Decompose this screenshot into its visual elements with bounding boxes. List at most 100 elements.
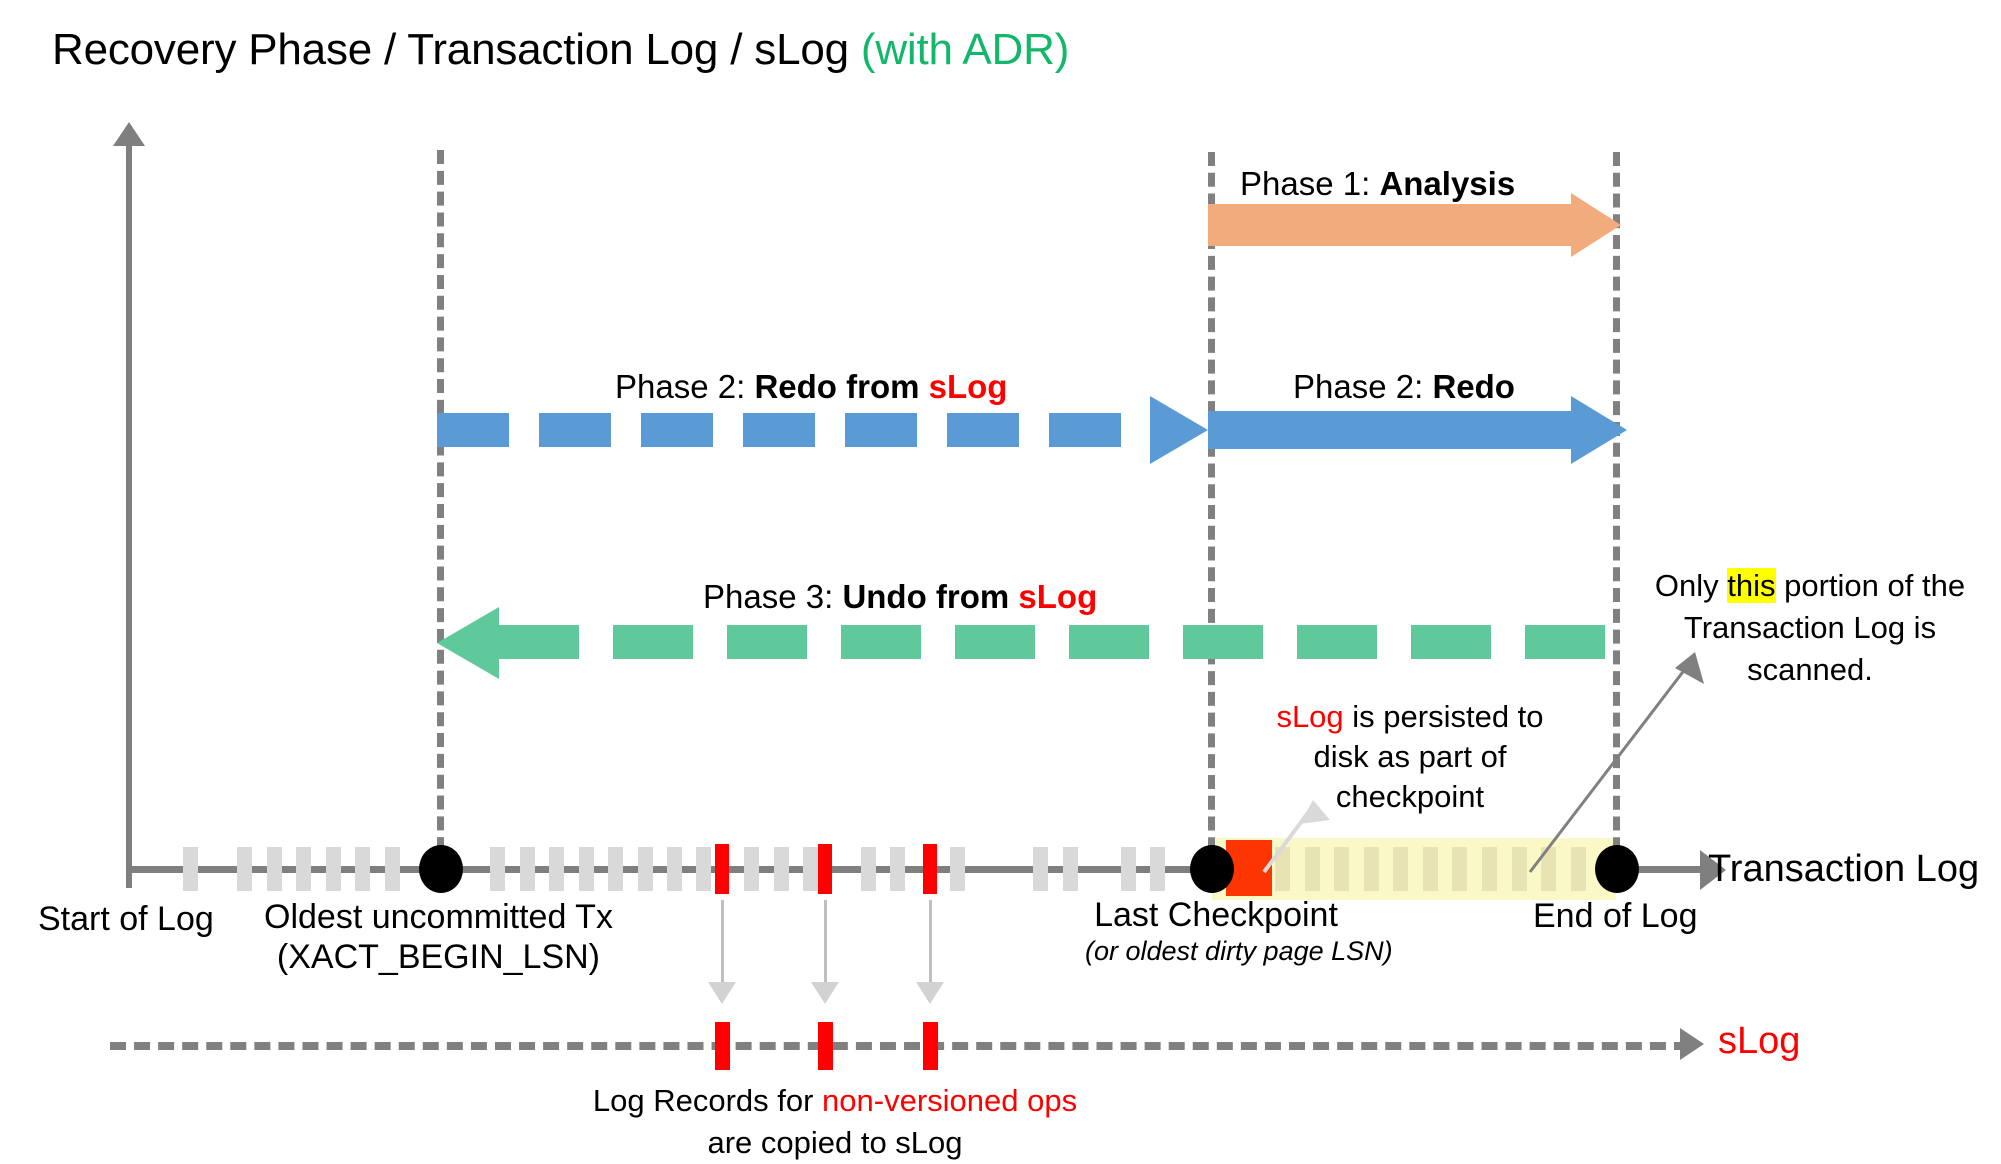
arrow-dash-segment xyxy=(437,413,509,447)
vertical-axis-line xyxy=(126,140,132,888)
slog-record-tick xyxy=(715,1022,730,1070)
phase-1-label: Phase 1: Analysis xyxy=(1240,165,1515,203)
phase-1-analysis-arrowhead-icon xyxy=(1571,193,1621,257)
marker-dot-oldest-uncommitted-tx xyxy=(419,845,463,893)
log-record-tick xyxy=(1063,847,1078,891)
phase-2-redo-arrowhead-icon xyxy=(1571,396,1627,464)
callout-slog-persisted-to-disk: sLog is persisted to disk as part of che… xyxy=(1245,697,1575,817)
arrow-dash-segment xyxy=(539,413,611,447)
phase-3-undo-arrowhead-icon xyxy=(437,607,499,679)
phase-3-prefix: Phase 3: xyxy=(703,578,843,615)
log-record-tick xyxy=(490,847,505,891)
log-record-tick xyxy=(1393,847,1408,891)
phase-2-redo-arrow-body xyxy=(1208,411,1573,449)
log-record-tick xyxy=(774,847,789,891)
label-last-checkpoint: Last Checkpoint (or oldest dirty page LS… xyxy=(1085,897,1393,969)
log-record-tick xyxy=(803,847,818,891)
arrow-dash-segment xyxy=(955,625,1035,659)
slog-axis-arrowhead-icon xyxy=(1680,1028,1704,1060)
slog-record-tick xyxy=(818,1022,833,1070)
callout-slog-rest: is persisted to disk as part of checkpoi… xyxy=(1313,699,1544,814)
caption-slog-lead: Log Records for xyxy=(592,1083,823,1118)
page-title: Recovery Phase / Transaction Log / sLog … xyxy=(52,22,1069,78)
axis-label-transaction-log: Transaction Log xyxy=(1708,848,1980,890)
phase-3-undo-from-slog-arrow-body xyxy=(499,625,1613,659)
phase-3-name: Undo from xyxy=(842,578,1019,615)
log-record-tick-nonversioned xyxy=(715,844,729,894)
log-record-tick xyxy=(549,847,564,891)
log-record-tick xyxy=(1334,847,1349,891)
phase-1-analysis-arrow-body xyxy=(1208,204,1573,246)
caption-slog-accent: non-versioned ops xyxy=(822,1083,1078,1118)
log-record-tick xyxy=(1571,847,1586,891)
label-end-of-log: End of Log xyxy=(1533,897,1698,935)
label-oldest-uncommitted-tx-sub: (XACT_BEGIN_LSN) xyxy=(276,938,601,976)
phase-2-slog-prefix: Phase 2: xyxy=(615,368,755,405)
page-title-suffix: (with ADR) xyxy=(860,25,1070,74)
log-record-tick xyxy=(696,847,711,891)
arrow-dash-segment xyxy=(1069,625,1149,659)
callout-scanned-portion: Only this portion of the Transaction Log… xyxy=(1630,565,1990,691)
log-record-tick-nonversioned xyxy=(818,844,832,894)
log-record-tick xyxy=(1150,847,1165,891)
phase-2-redo-label: Phase 2: Redo xyxy=(1293,368,1515,406)
axis-label-slog: sLog xyxy=(1718,1020,1801,1062)
connector-line xyxy=(721,900,724,984)
log-record-tick xyxy=(326,847,341,891)
guide-line-end-of-log xyxy=(1613,152,1620,872)
transaction-log-axis-arrowhead-icon xyxy=(1700,850,1726,890)
callout-scan-rest: portion of the Transaction Log is scanne… xyxy=(1683,568,1966,687)
log-record-tick xyxy=(950,847,965,891)
arrow-dash-segment xyxy=(641,413,713,447)
connector-line xyxy=(929,900,932,984)
callout-slog-accent: sLog xyxy=(1276,699,1344,734)
log-record-tick xyxy=(237,847,252,891)
transaction-log-axis-line xyxy=(126,866,1716,873)
log-record-tick xyxy=(1512,847,1527,891)
arrow-dash-segment xyxy=(613,625,693,659)
log-record-tick xyxy=(1275,847,1290,891)
connector-arrowhead-icon xyxy=(916,982,944,1004)
phase-1-name: Analysis xyxy=(1379,165,1516,202)
arrow-dash-segment xyxy=(727,625,807,659)
phase-2-redo-name: Redo xyxy=(1432,368,1515,405)
arrow-dash-segment xyxy=(1525,625,1605,659)
slog-axis-line xyxy=(110,1042,1690,1050)
phase-2-redo-prefix: Phase 2: xyxy=(1293,368,1433,405)
log-record-tick xyxy=(1452,847,1467,891)
arrow-dash-segment xyxy=(499,625,579,659)
phase-1-prefix: Phase 1: xyxy=(1240,165,1380,202)
log-record-tick xyxy=(296,847,311,891)
arrow-dash-segment xyxy=(1297,625,1377,659)
page-title-main: Recovery Phase / Transaction Log / sLog xyxy=(52,25,861,74)
arrow-dash-segment xyxy=(1411,625,1491,659)
slog-record-tick xyxy=(923,1022,938,1070)
log-record-tick xyxy=(267,847,282,891)
arrow-dash-segment xyxy=(841,625,921,659)
arrow-dash-segment xyxy=(1049,413,1121,447)
label-oldest-uncommitted-tx: Oldest uncommitted Tx (XACT_BEGIN_LSN) xyxy=(264,897,613,977)
marker-dot-end-of-log xyxy=(1595,845,1639,893)
log-record-tick xyxy=(1033,847,1048,891)
log-record-tick xyxy=(861,847,876,891)
log-record-tick xyxy=(579,847,594,891)
log-record-tick xyxy=(638,847,653,891)
log-record-tick xyxy=(1482,847,1497,891)
arrow-dash-segment xyxy=(743,413,815,447)
connector-line xyxy=(824,900,827,984)
guide-line-oldest-uncommitted-tx xyxy=(437,150,444,872)
phase-2-slog-accent: sLog xyxy=(928,368,1008,405)
callout-scan-lead: Only xyxy=(1654,568,1728,603)
log-record-tick xyxy=(355,847,370,891)
label-oldest-uncommitted-tx-main: Oldest uncommitted Tx xyxy=(264,898,613,936)
arrow-dash-segment xyxy=(1183,625,1263,659)
callout-scan-highlight: this xyxy=(1727,568,1776,603)
phase-2-slog-name: Redo from xyxy=(754,368,929,405)
caption-slog-rest: are copied to sLog xyxy=(707,1125,963,1160)
phase-3-label: Phase 3: Undo from sLog xyxy=(703,578,1097,616)
connector-arrowhead-icon xyxy=(708,982,736,1004)
log-record-tick xyxy=(890,847,905,891)
phase-3-accent: sLog xyxy=(1018,578,1098,615)
log-record-tick xyxy=(1121,847,1136,891)
